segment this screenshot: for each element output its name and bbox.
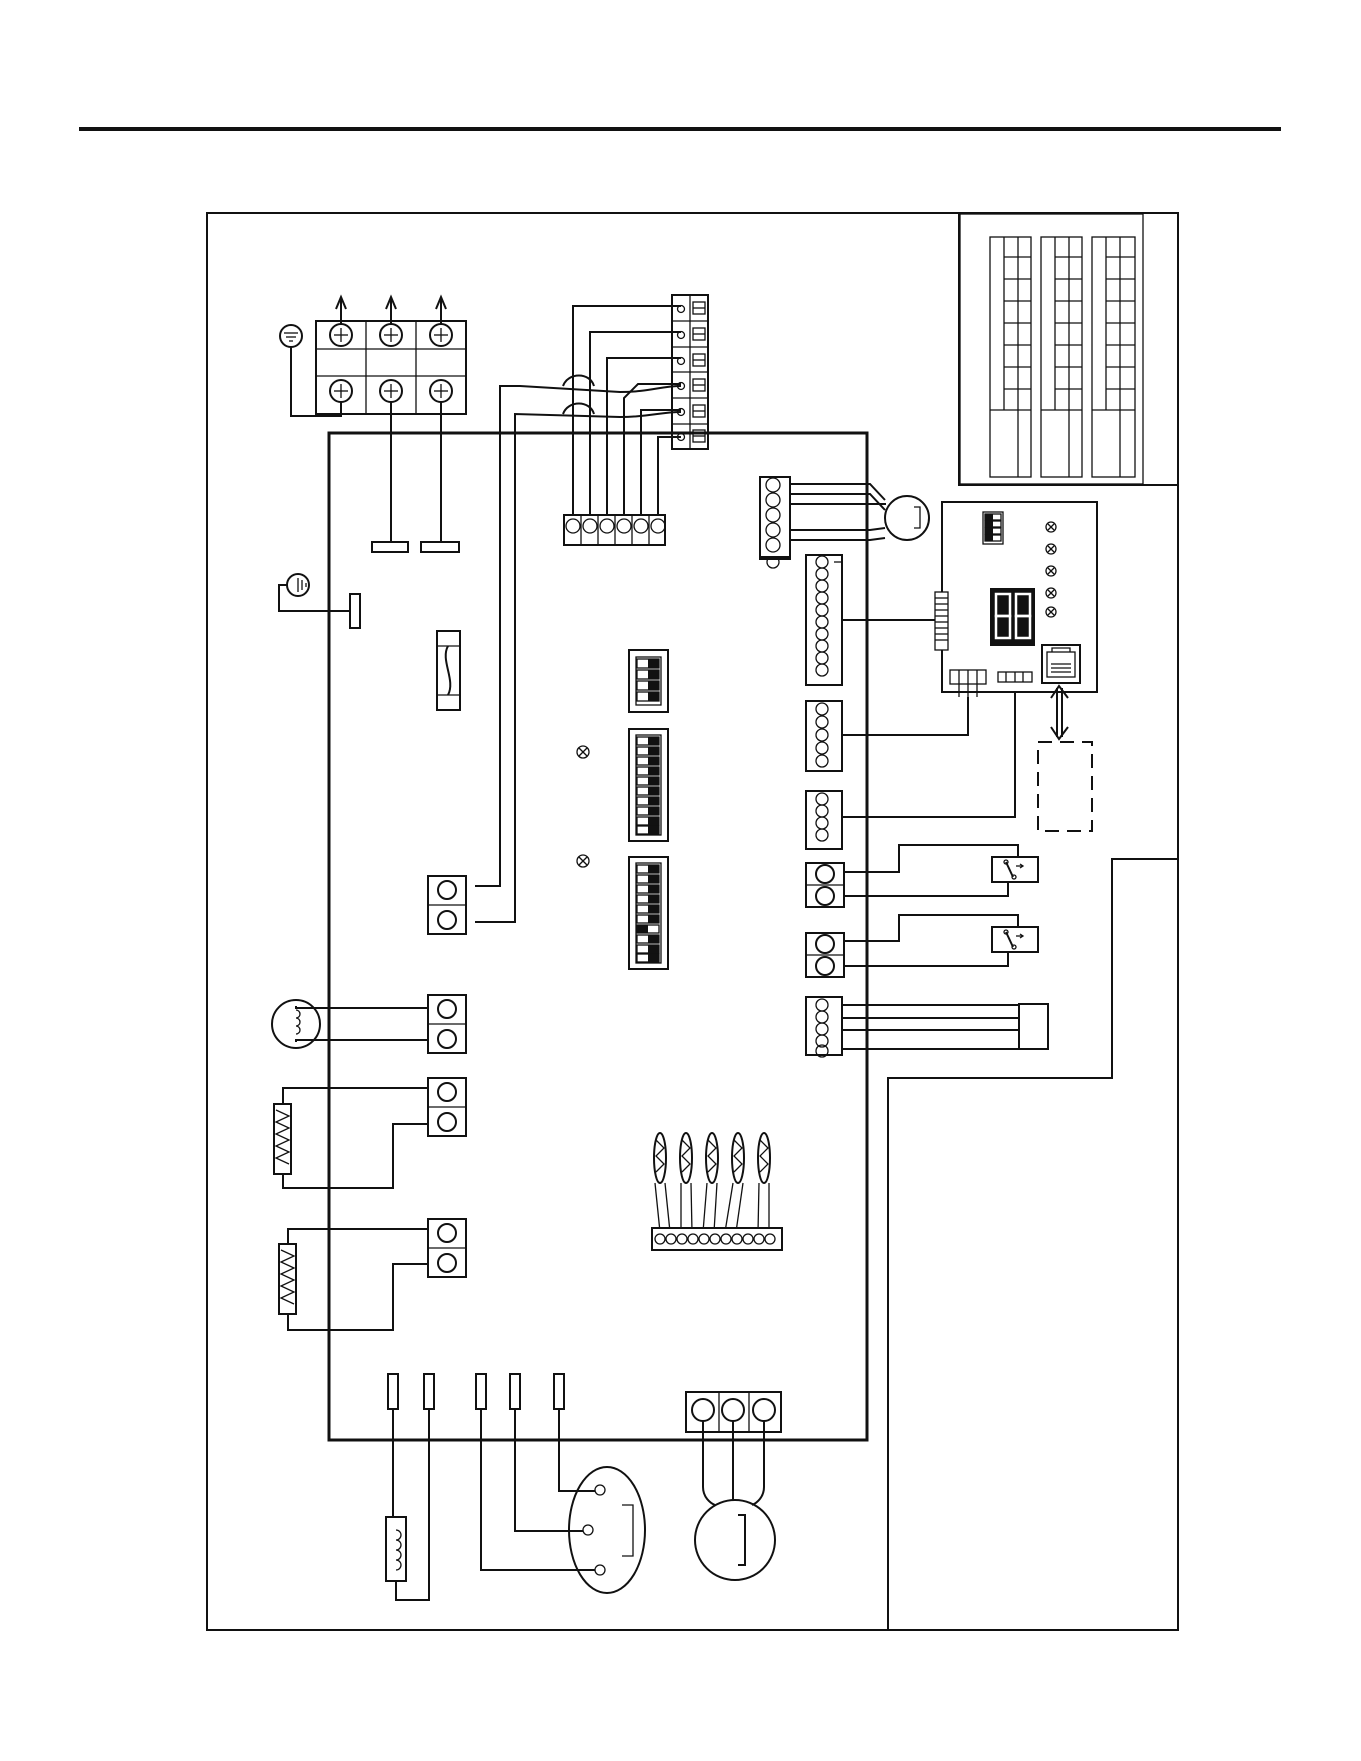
comm-connector-6pin <box>564 515 665 545</box>
network-port-icon <box>1042 645 1080 683</box>
connector-heater1-2pin <box>428 1078 466 1136</box>
display-leds <box>1046 522 1056 617</box>
terminal-screw-l3 <box>430 324 452 346</box>
connector-display-10pin <box>806 555 935 685</box>
relay-contact-1 <box>992 857 1038 882</box>
comm-terminal-strip <box>672 295 708 449</box>
terminal-screw-b3 <box>430 380 452 402</box>
seven-segment-display <box>990 588 1035 646</box>
thermistor-sensors <box>652 1133 782 1250</box>
display-bottom-connector-2 <box>998 672 1032 682</box>
terminal-screw-b1 <box>330 380 352 402</box>
power-input-arrows <box>336 297 446 324</box>
external-module-optional <box>1038 742 1092 831</box>
display-side-connector <box>935 592 948 650</box>
heater-element-1 <box>274 1088 428 1188</box>
connector-external-4pin <box>806 997 1048 1057</box>
connector-coil-2pin <box>428 995 466 1053</box>
dip-switch-bank-2 <box>629 729 668 841</box>
terminal-screw-b2 <box>380 380 402 402</box>
fan-motor <box>695 1421 775 1580</box>
expansion-valve-motor <box>481 1409 645 1593</box>
terminal-screw-l2 <box>380 324 402 346</box>
reactor-coil <box>386 1409 429 1600</box>
dip-switch-bank-1 <box>629 650 668 712</box>
led-indicator-icon <box>577 855 589 867</box>
ground-icon <box>280 325 341 416</box>
connector-switch-1 <box>806 845 1018 907</box>
legend-table-1 <box>990 237 1031 477</box>
led-indicator-icon <box>577 746 589 758</box>
dip-switch-bank-3 <box>629 857 668 969</box>
connector-comm-2pin <box>428 876 466 934</box>
heater-element-2 <box>279 1229 428 1330</box>
display-dip-switch <box>983 512 1003 544</box>
main-pcb <box>329 433 867 1440</box>
louver-motor <box>780 484 929 540</box>
bidirectional-arrow-icon <box>1051 686 1068 739</box>
connector-switch-2 <box>806 915 1018 977</box>
power-terminal-block <box>316 297 466 414</box>
pcb-bottom-pins <box>388 1374 564 1409</box>
legend-table-3 <box>1092 237 1135 477</box>
legend-tables <box>960 214 1143 484</box>
legend-table-2 <box>1041 237 1082 477</box>
display-board <box>935 502 1097 697</box>
power-wires <box>372 402 459 552</box>
connector-louver-5pin <box>760 477 790 557</box>
relay-contact-2 <box>992 927 1038 952</box>
pcb-ground-icon <box>279 574 360 628</box>
connector-display-pwr-5pin <box>806 697 968 771</box>
fuse <box>437 631 460 710</box>
connector-heater2-2pin <box>428 1219 466 1277</box>
terminal-screw-l1 <box>330 324 352 346</box>
solenoid-coil <box>272 1000 428 1048</box>
